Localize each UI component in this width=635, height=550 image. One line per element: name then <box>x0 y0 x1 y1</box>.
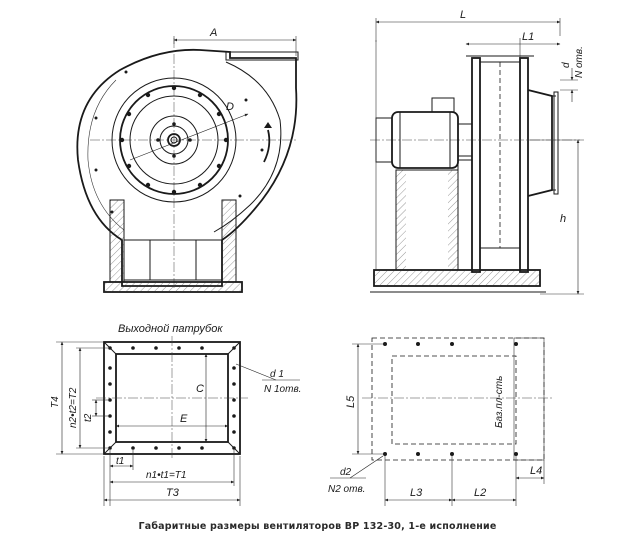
label-T4: T4 <box>50 396 61 408</box>
label-D: D <box>226 101 234 113</box>
figure-caption: Габаритные размеры вентиляторов ВР 132-3… <box>138 521 497 532</box>
outlet-bolt-holes <box>108 346 236 450</box>
label-L4: L4 <box>530 465 542 477</box>
front-view: D A <box>76 27 299 293</box>
label-L5: L5 <box>345 395 357 408</box>
label-n2t2: n2•t2=T2 <box>68 387 79 428</box>
label-C: C <box>196 383 204 395</box>
label-L3: L3 <box>410 487 423 499</box>
outlet-title: Выходной патрубок <box>118 323 223 335</box>
label-L1: L1 <box>522 31 534 43</box>
label-E: E <box>180 413 188 425</box>
label-d: d <box>561 62 572 68</box>
label-N-otv: N отв. <box>574 46 585 78</box>
label-d2: d2 <box>340 467 352 478</box>
label-L2: L2 <box>474 487 486 499</box>
label-n1t1: n1•t1=T1 <box>146 470 186 481</box>
label-T3: T3 <box>166 487 180 499</box>
base-holes <box>383 342 518 456</box>
label-L: L <box>460 9 466 21</box>
label-t1: t1 <box>116 456 124 467</box>
label-A: A <box>209 27 217 39</box>
outlet-flange-view: Выходной патрубок d 1 N 1отв. C E <box>50 323 301 506</box>
label-t2: t2 <box>83 413 94 422</box>
label-baza: Баз.пл-сть <box>494 376 505 428</box>
label-h: h <box>560 213 566 225</box>
side-view: L L1 d N отв. h <box>370 9 585 295</box>
label-N1-otv: N 1отв. <box>264 384 301 395</box>
label-d1: d 1 <box>270 369 284 380</box>
base-plan-view: L5 Баз.пл-сть d2 N2 отв. L3 L2 L4 <box>328 337 552 506</box>
inlet-bolt-holes <box>119 85 229 195</box>
label-N2-otv: N2 отв. <box>328 484 365 495</box>
